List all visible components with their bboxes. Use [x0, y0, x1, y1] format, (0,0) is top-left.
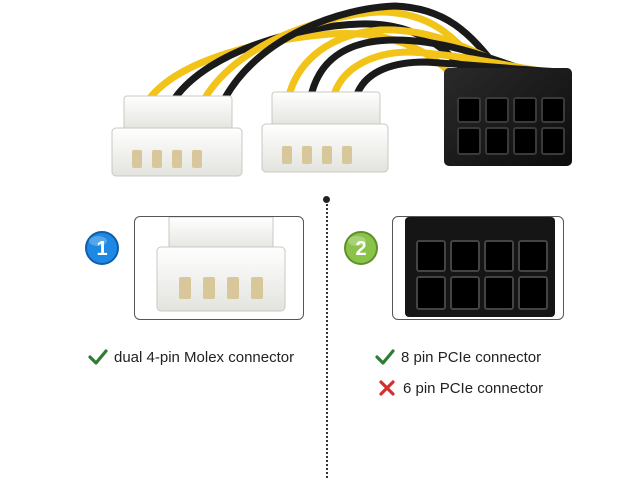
badge-one-number: 1 [96, 238, 107, 260]
feature-molex-label: dual 4-pin Molex connector [114, 348, 295, 366]
pcie-8pin-connector [444, 68, 572, 166]
feature-molex: dual 4-pin Molex connector [88, 348, 294, 366]
molex-detail-image [156, 217, 286, 312]
wire-bundle [146, 2, 564, 102]
badge-two: 2 [344, 231, 378, 265]
center-divider [326, 200, 328, 478]
molex-detail-panel [134, 216, 304, 320]
molex-connector-left [111, 95, 243, 177]
feature-pcie-8pin: 8 pin PCIe connector [375, 348, 541, 366]
cable-product-photo [111, 2, 572, 177]
badge-two-number: 2 [355, 238, 366, 260]
badge-one: 1 [85, 231, 119, 265]
check-icon [375, 349, 395, 365]
check-icon [88, 349, 108, 365]
cross-icon [379, 380, 395, 396]
feature-pcie-6pin: 6 pin PCIe connector [377, 379, 543, 397]
pcie-detail-image [405, 217, 555, 317]
feature-pcie-6pin-label: 6 pin PCIe connector [403, 379, 544, 397]
divider-dot [323, 196, 330, 203]
molex-connector-right [261, 91, 389, 173]
pcie-detail-panel [392, 216, 564, 320]
feature-pcie-8pin-label: 8 pin PCIe connector [401, 348, 542, 366]
